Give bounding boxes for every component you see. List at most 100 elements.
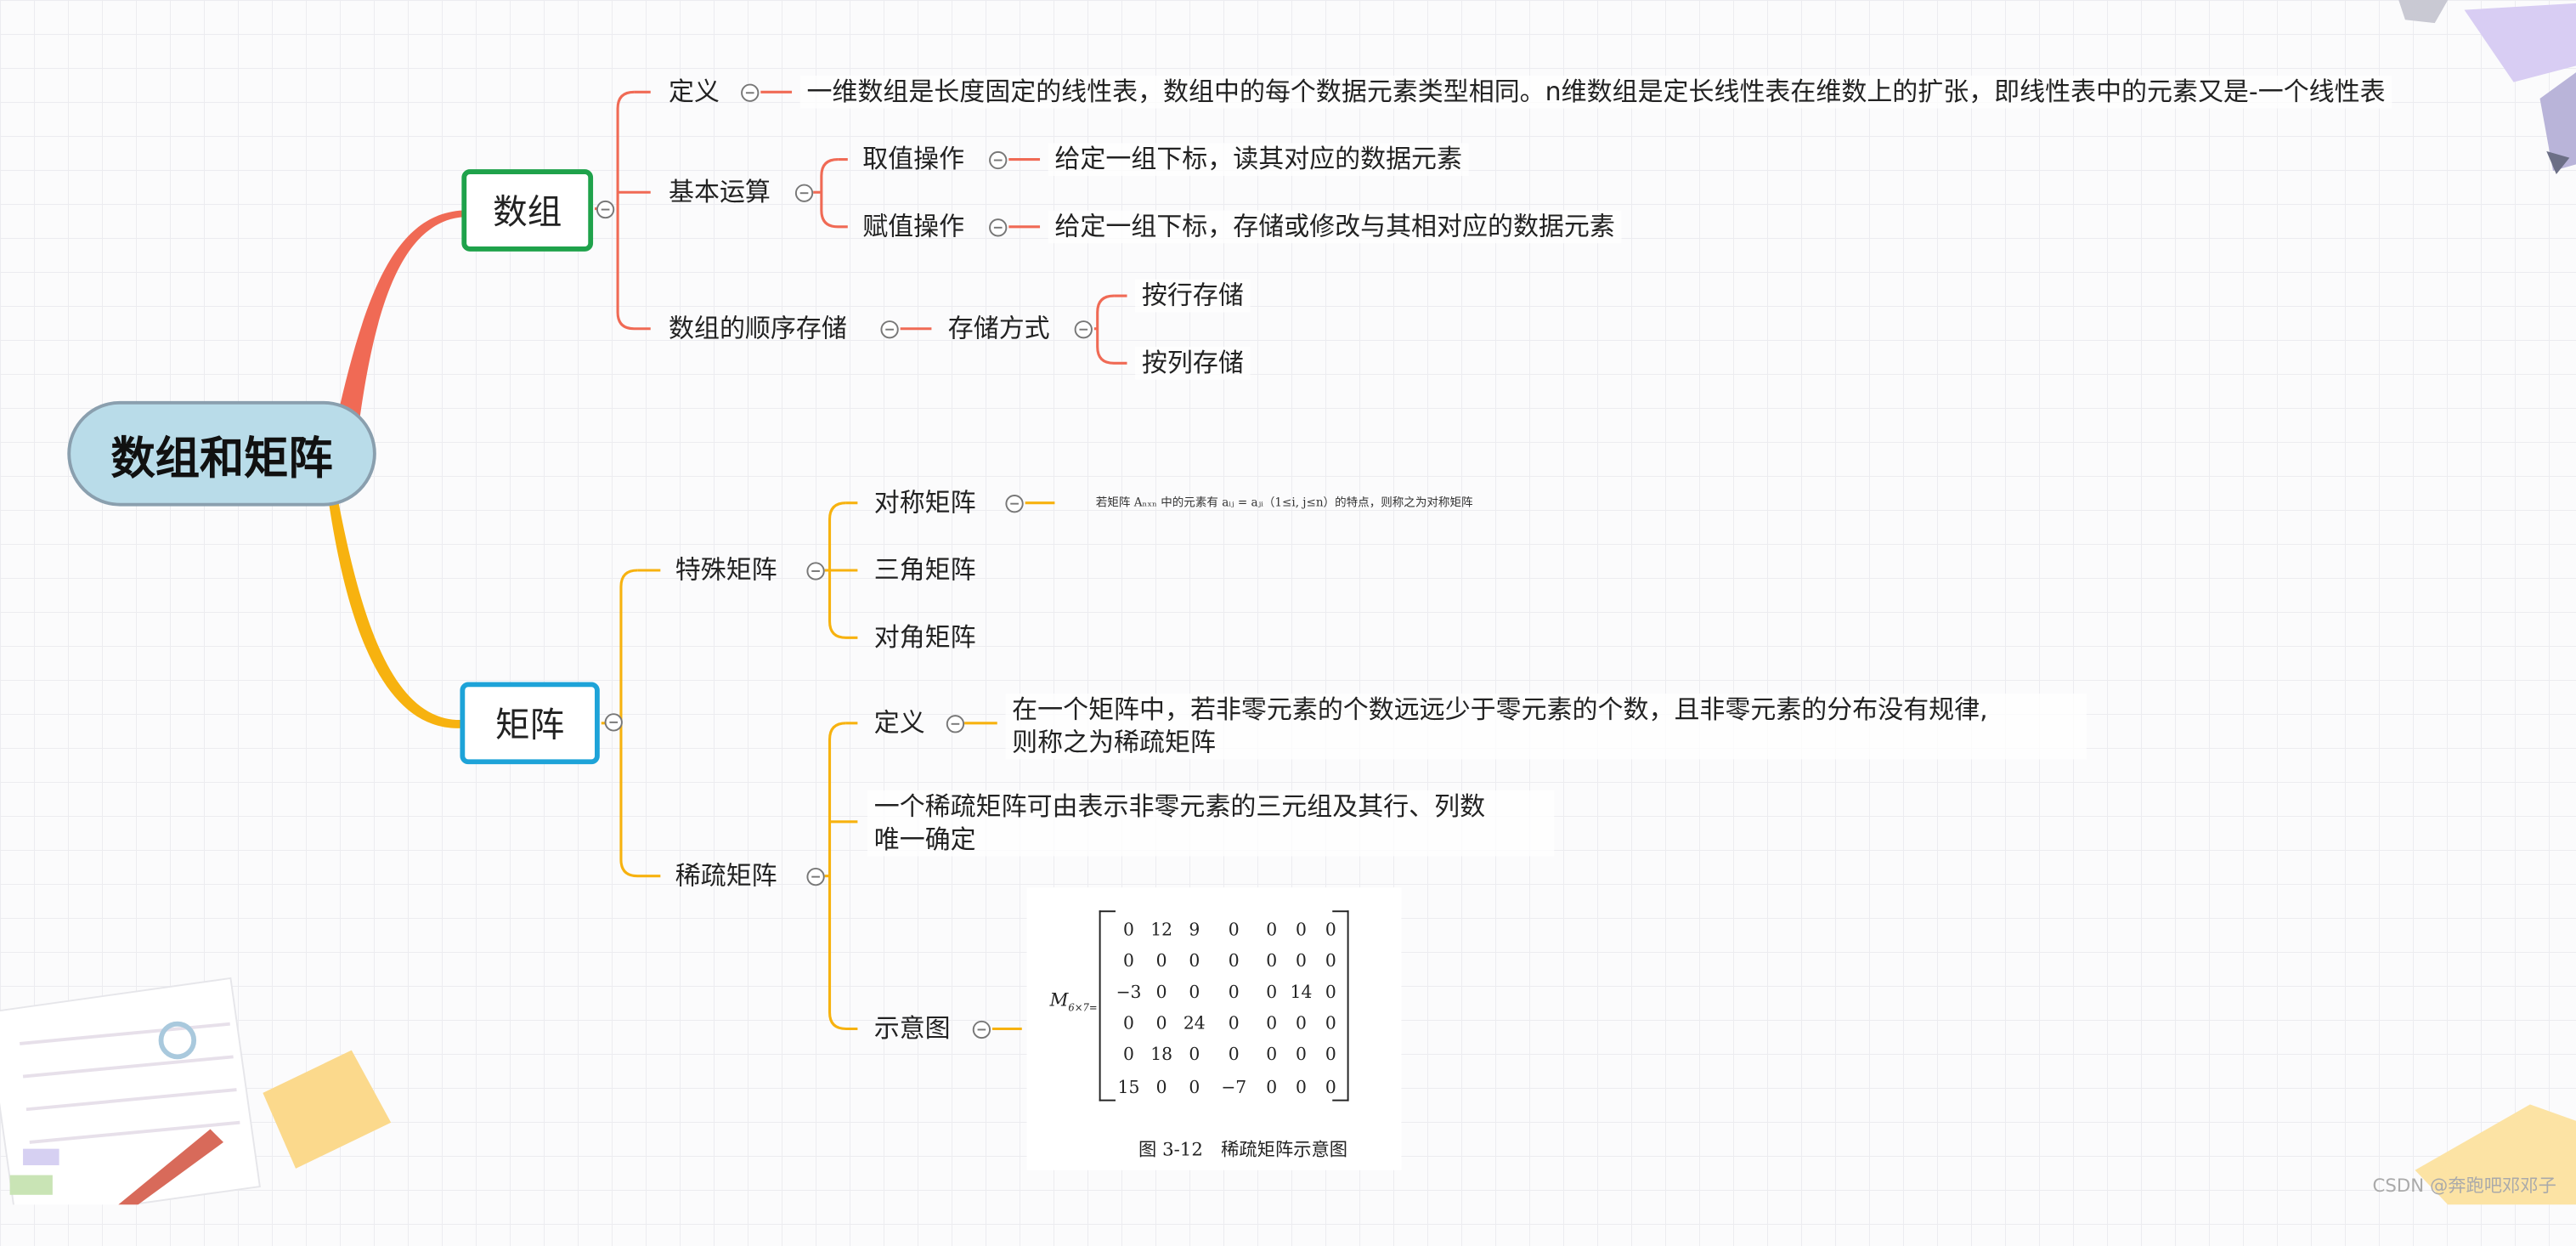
collapse-icon-sparse-definition[interactable] [946, 715, 965, 733]
matrix-name: M [1049, 989, 1069, 1011]
matrix-cell: 0 [1155, 1014, 1167, 1034]
root-topic[interactable]: 数组和矩阵 [67, 400, 376, 507]
sequential-storage-label[interactable]: 数组的顺序存储 [669, 314, 847, 344]
get-op-text[interactable]: 给定一组下标，读其对应的数据元素 [1048, 143, 1469, 176]
array-subtree-edges [594, 90, 1127, 365]
set-op-label[interactable]: 赋值操作 [862, 212, 965, 242]
matrix-cell: 0 [1296, 920, 1307, 940]
matrix-cell: 0 [1266, 1014, 1278, 1034]
symmetric-matrix-note[interactable]: 若矩阵 Aₙₓₙ 中的元素有 aᵢⱼ = aⱼᵢ（1≤i, j≤n）的特点，则称… [1095, 496, 1473, 510]
matrix-cell: 0 [1325, 920, 1336, 940]
sparse-triple-line-2: 唯一确定 [873, 824, 976, 855]
collapse-icon-diagram[interactable] [972, 1020, 991, 1039]
array-definition-text[interactable]: 一维数组是长度固定的线性表，数组中的每个数据元素类型相同。n维数组是定长线性表在… [799, 75, 2392, 109]
collapse-icon-get-op[interactable] [989, 150, 1008, 170]
matrix-cell: 0 [1155, 951, 1167, 971]
matrix-cell: 0 [1266, 983, 1278, 1003]
collapse-icon-symmetric[interactable] [1005, 495, 1024, 513]
row-storage-label[interactable]: 按行存储 [1135, 279, 1251, 313]
matrix-cell: 0 [1296, 951, 1307, 971]
collapse-icon-storage-method[interactable] [1074, 320, 1093, 339]
watermark: CSDN @奔跑吧邓邓子 [2372, 1175, 2556, 1197]
collapse-icon-matrix[interactable] [604, 713, 623, 732]
topic-matrix[interactable]: 矩阵 [460, 682, 600, 765]
get-op-label[interactable]: 取值操作 [862, 144, 965, 174]
matrix-cell: 15 [1117, 1077, 1140, 1097]
branch-array-edge [336, 210, 464, 431]
sticky-note-decoration-bottom-right [2415, 1104, 2576, 1205]
matrix-cell: 0 [1122, 920, 1134, 940]
storage-method-label[interactable]: 存储方式 [947, 314, 1050, 344]
collapse-icon-array[interactable] [596, 200, 615, 219]
matrix-cell: 0 [1189, 1077, 1200, 1097]
figure-caption: 图 3-12 稀疏矩阵示意图 [1138, 1139, 1348, 1161]
matrix-cell: 24 [1183, 1014, 1206, 1034]
sparse-triple-line-1: 一个稀疏矩阵可由表示非零元素的三元组及其行、列数 [873, 792, 1486, 822]
matrix-right-bracket [1332, 910, 1349, 1102]
matrix-cell: 0 [1155, 1077, 1167, 1097]
matrix-subtree-edges [601, 501, 1055, 1031]
matrix-cell: 0 [1266, 1045, 1278, 1066]
triangular-matrix-label[interactable]: 三角矩阵 [873, 555, 976, 586]
mind-map-canvas: 数组和矩阵 数组 定义 一维数组是长度固定的线性表，数组中的每个数据元素类型相同… [0, 0, 2576, 1205]
basic-ops-label[interactable]: 基本运算 [669, 177, 771, 207]
collapse-icon-set-op[interactable] [989, 218, 1008, 237]
collapse-icon-special-matrix[interactable] [806, 562, 825, 581]
sparse-definition-text[interactable]: 在一个矩阵中，若非零元素的个数远远少于零元素的个数，且非零元素的分布没有规律, … [1005, 694, 2087, 760]
matrix-cell: 0 [1325, 951, 1336, 971]
matrix-cell: 0 [1228, 1014, 1240, 1034]
symmetric-matrix-label[interactable]: 对称矩阵 [873, 488, 976, 518]
matrix-cell: 0 [1325, 983, 1336, 1003]
matrix-cell: −7 [1221, 1077, 1247, 1097]
sparse-definition-line-1: 在一个矩阵中，若非零元素的个数远远少于零元素的个数，且非零元素的分布没有规律, [1012, 694, 1988, 725]
matrix-cell: 0 [1228, 983, 1240, 1003]
matrix-cell: 0 [1189, 983, 1200, 1003]
matrix-cell: 0 [1266, 1077, 1278, 1097]
sparse-matrix-label[interactable]: 稀疏矩阵 [675, 861, 777, 892]
array-definition-label[interactable]: 定义 [669, 76, 720, 107]
matrix-cell: 0 [1228, 1045, 1240, 1066]
diagram-label[interactable]: 示意图 [873, 1014, 951, 1044]
branch-matrix-edge [328, 493, 464, 728]
matrix-cell: 0 [1325, 1045, 1336, 1066]
matrix-cell: 0 [1189, 951, 1200, 971]
topic-array[interactable]: 数组 [461, 169, 594, 252]
matrix-cell: 0 [1122, 951, 1134, 971]
matrix-cell: 0 [1122, 1014, 1134, 1034]
collapse-icon-array-definition[interactable] [741, 83, 760, 102]
matrix-cell: 0 [1155, 983, 1167, 1003]
matrix-cell: 0 [1266, 951, 1278, 971]
matrix-cell: 14 [1290, 983, 1313, 1003]
matrix-cell: 0 [1296, 1077, 1307, 1097]
pencil-decoration-top-right [2398, 0, 2576, 174]
special-matrix-label[interactable]: 特殊矩阵 [675, 555, 777, 586]
sparse-triple-text[interactable]: 一个稀疏矩阵可由表示非零元素的三元组及其行、列数 唯一确定 [867, 790, 1555, 857]
matrix-cell: 18 [1150, 1045, 1173, 1066]
matrix-cell: 0 [1325, 1014, 1336, 1034]
matrix-cell: 9 [1189, 920, 1200, 940]
matrix-cell: 0 [1228, 951, 1240, 971]
column-storage-label[interactable]: 按列存储 [1135, 347, 1251, 380]
matrix-symbol: M6×7= [1050, 989, 1098, 1014]
matrix-cell: 0 [1296, 1045, 1307, 1066]
matrix-cell: 0 [1266, 920, 1278, 940]
matrix-cell: 0 [1228, 920, 1240, 940]
matrix-cell: 0 [1189, 1045, 1200, 1066]
notebook-decoration-bottom-left [0, 977, 392, 1205]
matrix-left-bracket [1099, 910, 1116, 1102]
sparse-definition-label[interactable]: 定义 [873, 708, 925, 739]
matrix-subscript: 6×7= [1068, 1002, 1098, 1015]
matrix-cell: 0 [1296, 1014, 1307, 1034]
collapse-icon-sequential[interactable] [880, 320, 899, 339]
set-op-text[interactable]: 给定一组下标，存储或修改与其相对应的数据元素 [1048, 210, 1622, 244]
collapse-icon-basic-ops[interactable] [794, 184, 814, 202]
collapse-icon-sparse-matrix[interactable] [806, 867, 825, 886]
diagonal-matrix-label[interactable]: 对角矩阵 [873, 622, 976, 653]
matrix-cell: 0 [1325, 1077, 1336, 1097]
